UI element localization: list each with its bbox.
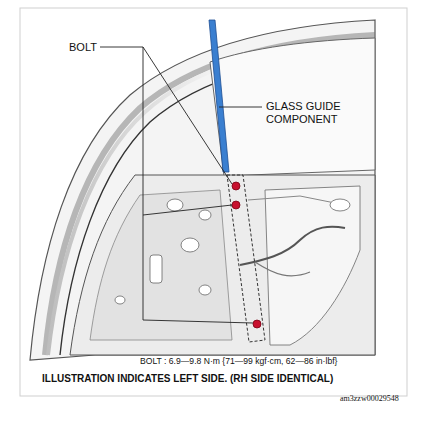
torque-spec: BOLT : 6.9—9.8 N·m {71—99 kgf·cm, 62—86 … [140, 357, 337, 367]
note-text: ILLUSTRATION INDICATES LEFT SIDE. (RH SI… [42, 373, 333, 385]
figure-code: am3zzw00029548 [340, 394, 399, 403]
part-label: GLASS GUIDE COMPONENT [266, 100, 354, 125]
part-label: BOLT [69, 41, 97, 54]
